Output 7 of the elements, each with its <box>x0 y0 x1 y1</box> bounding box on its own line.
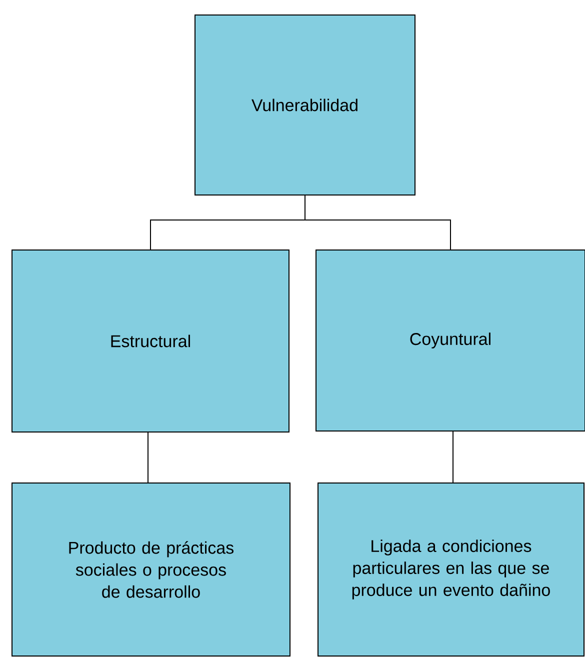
text-box: Producto de prácticas sociales o procesos de desarrollo <box>12 482 290 656</box>
text-box: Estructural <box>12 250 290 432</box>
text-box: Coyuntural <box>316 250 585 432</box>
text-box: Ligada a condiciones particulares en las que se produce un evento dañino <box>318 482 584 656</box>
connector-line <box>452 430 454 484</box>
text-box: Vulnerabilidad <box>194 14 416 196</box>
connector-line <box>304 195 451 250</box>
